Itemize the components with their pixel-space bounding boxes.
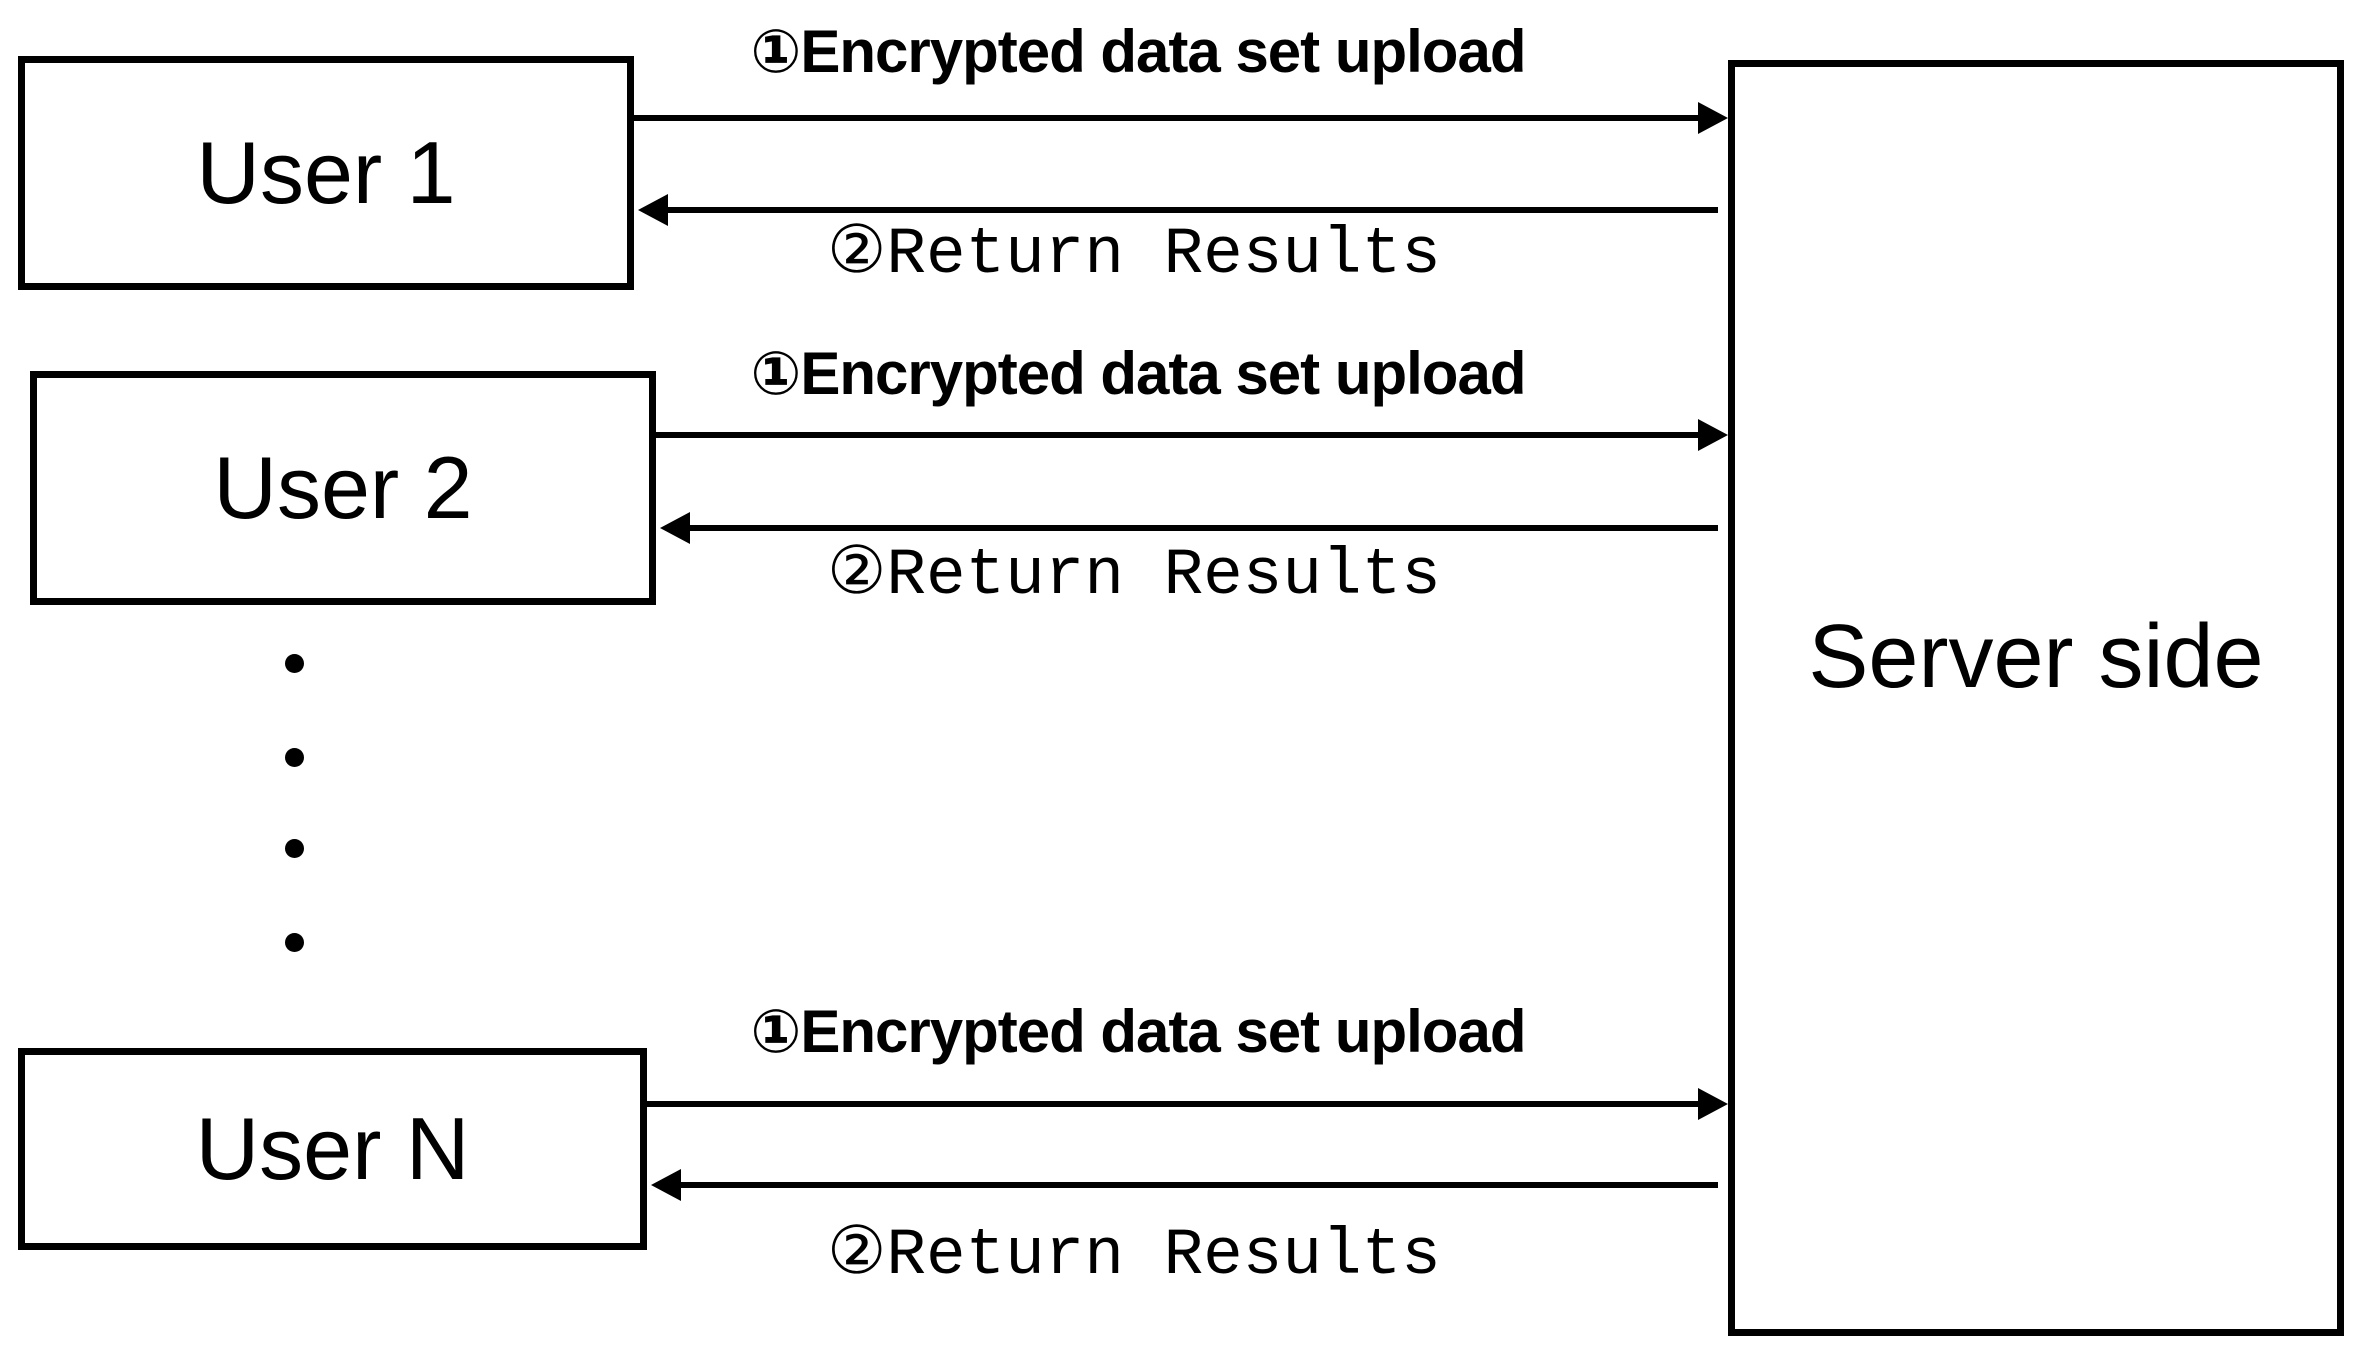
userN-upload-arrowhead-right-icon <box>1698 1088 1728 1120</box>
userN-upload-arrow-line <box>647 1101 1698 1107</box>
user1-upload-arrowhead-right-icon <box>1698 102 1728 134</box>
userN-box: User N <box>18 1048 647 1250</box>
user2-upload-arrowhead-right-icon <box>1698 419 1728 451</box>
userN-return-arrow-line <box>681 1182 1718 1188</box>
user1-label: User 1 <box>196 123 456 222</box>
userN-return-arrowhead-left-icon <box>651 1169 681 1201</box>
ellipsis-dot <box>285 839 304 858</box>
user2-box: User 2 <box>30 371 656 605</box>
userN-upload-label: ①Encrypted data set upload <box>750 998 1527 1065</box>
server-label: Server side <box>1808 607 2264 707</box>
ellipsis-dot <box>285 933 304 952</box>
user2-upload-arrow-line <box>656 432 1698 438</box>
user1-box: User 1 <box>18 56 634 290</box>
user1-return-label: ②Return Results <box>827 217 1441 292</box>
user2-label: User 2 <box>213 438 473 537</box>
userN-return-label: ②Return Results <box>827 1218 1441 1293</box>
user2-return-arrow-line <box>690 525 1718 531</box>
user2-return-arrowhead-left-icon <box>660 512 690 544</box>
user2-return-label: ②Return Results <box>827 538 1441 613</box>
user2-upload-label: ①Encrypted data set upload <box>750 340 1527 407</box>
ellipsis-dot <box>285 748 304 767</box>
server-box: Server side <box>1728 60 2344 1336</box>
ellipsis-dot <box>285 654 304 673</box>
userN-label: User N <box>195 1099 470 1198</box>
user1-return-arrowhead-left-icon <box>638 194 668 226</box>
user1-upload-arrow-line <box>634 115 1698 121</box>
user1-return-arrow-line <box>668 207 1718 213</box>
user1-upload-label: ①Encrypted data set upload <box>750 18 1527 85</box>
